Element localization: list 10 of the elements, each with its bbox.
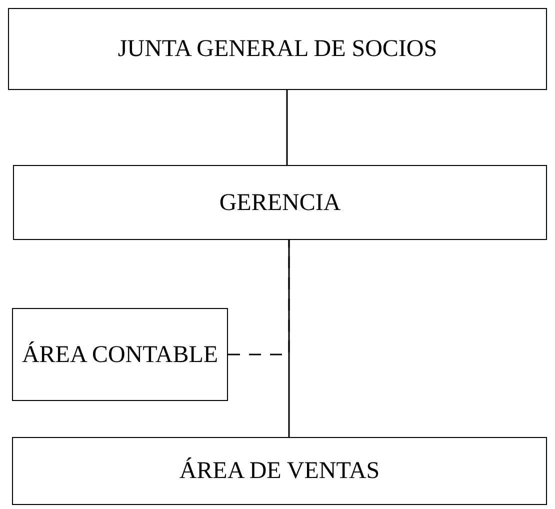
org-box [12,437,547,505]
org-box [8,8,547,90]
box-label: JUNTA GENERAL DE SOCIOS [118,35,438,64]
org-box [12,308,228,401]
connector-line [286,90,288,165]
box-label: ÁREA DE VENTAS [179,456,380,486]
connector-line [228,240,290,356]
box-label: ÁREA CONTABLE [22,340,218,370]
org-box [13,165,547,240]
box-label: GERENCIA [219,188,341,218]
